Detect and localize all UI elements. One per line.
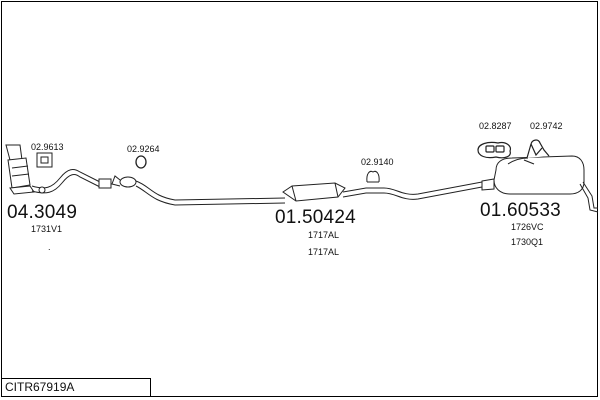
- rear-section-number: 01.60533: [480, 200, 561, 221]
- clamp-mid-part: [135, 155, 147, 169]
- clamp-mid-number: 02.9264: [127, 144, 160, 154]
- rubber-rear-b-part: [523, 139, 550, 165]
- middle-pipe: [111, 175, 483, 206]
- front-section-ref: 1731V1: [31, 224, 63, 234]
- rubber-rear-a-part: [477, 141, 511, 159]
- middle-silencer: [282, 182, 346, 202]
- dot-mark: .: [48, 242, 51, 252]
- hanger-mid-number: 02.9140: [361, 157, 394, 167]
- middle-section-ref-1: 1717AL: [308, 230, 340, 240]
- catalytic-converter: [5, 144, 35, 195]
- hanger-mid-part: [366, 170, 380, 183]
- rubber-rear-a-number: 02.8287: [479, 121, 512, 131]
- rubber-rear-b-number: 02.9742: [530, 121, 563, 131]
- middle-section-number: 01.50424: [275, 207, 356, 228]
- rear-section-ref-1: 1726VC: [511, 222, 544, 232]
- diagram-code: CITR67919A: [1, 378, 151, 397]
- front-section-number: 04.3049: [7, 202, 78, 223]
- gasket-front-number: 02.9613: [31, 142, 64, 152]
- middle-section-ref-2: 1717AL: [308, 247, 340, 257]
- rear-silencer: [481, 155, 599, 213]
- front-pipe: [31, 169, 112, 194]
- gasket-front-part: [36, 152, 53, 168]
- rear-section-ref-2: 1730Q1: [511, 237, 544, 247]
